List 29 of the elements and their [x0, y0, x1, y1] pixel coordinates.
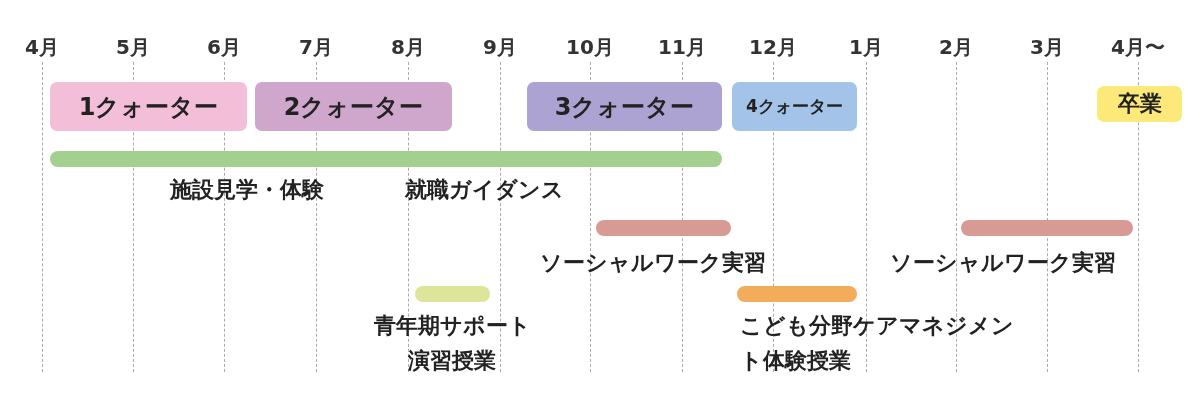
- timeline-bar: [596, 220, 731, 236]
- month-label: 7月: [299, 34, 333, 61]
- timeline-bar: [415, 286, 490, 302]
- bar-caption: 青年期サポート演習授業: [372, 312, 532, 375]
- month-label: 9月: [483, 34, 517, 61]
- bar-caption: ソーシャルワーク実習: [890, 249, 1116, 277]
- quarter-box: 1クォーター: [50, 82, 247, 131]
- bar-caption: 施設見学・体験: [170, 176, 324, 204]
- quarter-box: 4クォーター: [732, 82, 857, 131]
- timeline-bar: [737, 286, 857, 302]
- quarter-box: 2クォーター: [255, 82, 452, 131]
- month-label: 12月: [749, 34, 797, 61]
- timeline-bar: [50, 151, 722, 167]
- month-label: 11月: [658, 34, 706, 61]
- month-label: 3月: [1030, 34, 1064, 61]
- month-label: 2月: [939, 34, 973, 61]
- month-label: 4月〜: [1111, 34, 1165, 61]
- quarter-box: 3クォーター: [527, 82, 722, 131]
- bar-caption: 就職ガイダンス: [405, 176, 564, 204]
- month-label: 1月: [849, 34, 883, 61]
- month-label: 4月: [25, 34, 59, 61]
- bar-caption: こども分野ケアマネジメント体験授業: [740, 312, 1015, 375]
- timeline-bar: [961, 220, 1133, 236]
- month-label: 10月: [566, 34, 614, 61]
- month-label: 5月: [116, 34, 150, 61]
- bar-caption: ソーシャルワーク実習: [540, 249, 766, 277]
- month-label: 6月: [207, 34, 241, 61]
- month-label: 8月: [391, 34, 425, 61]
- quarter-box: 卒業: [1097, 86, 1182, 122]
